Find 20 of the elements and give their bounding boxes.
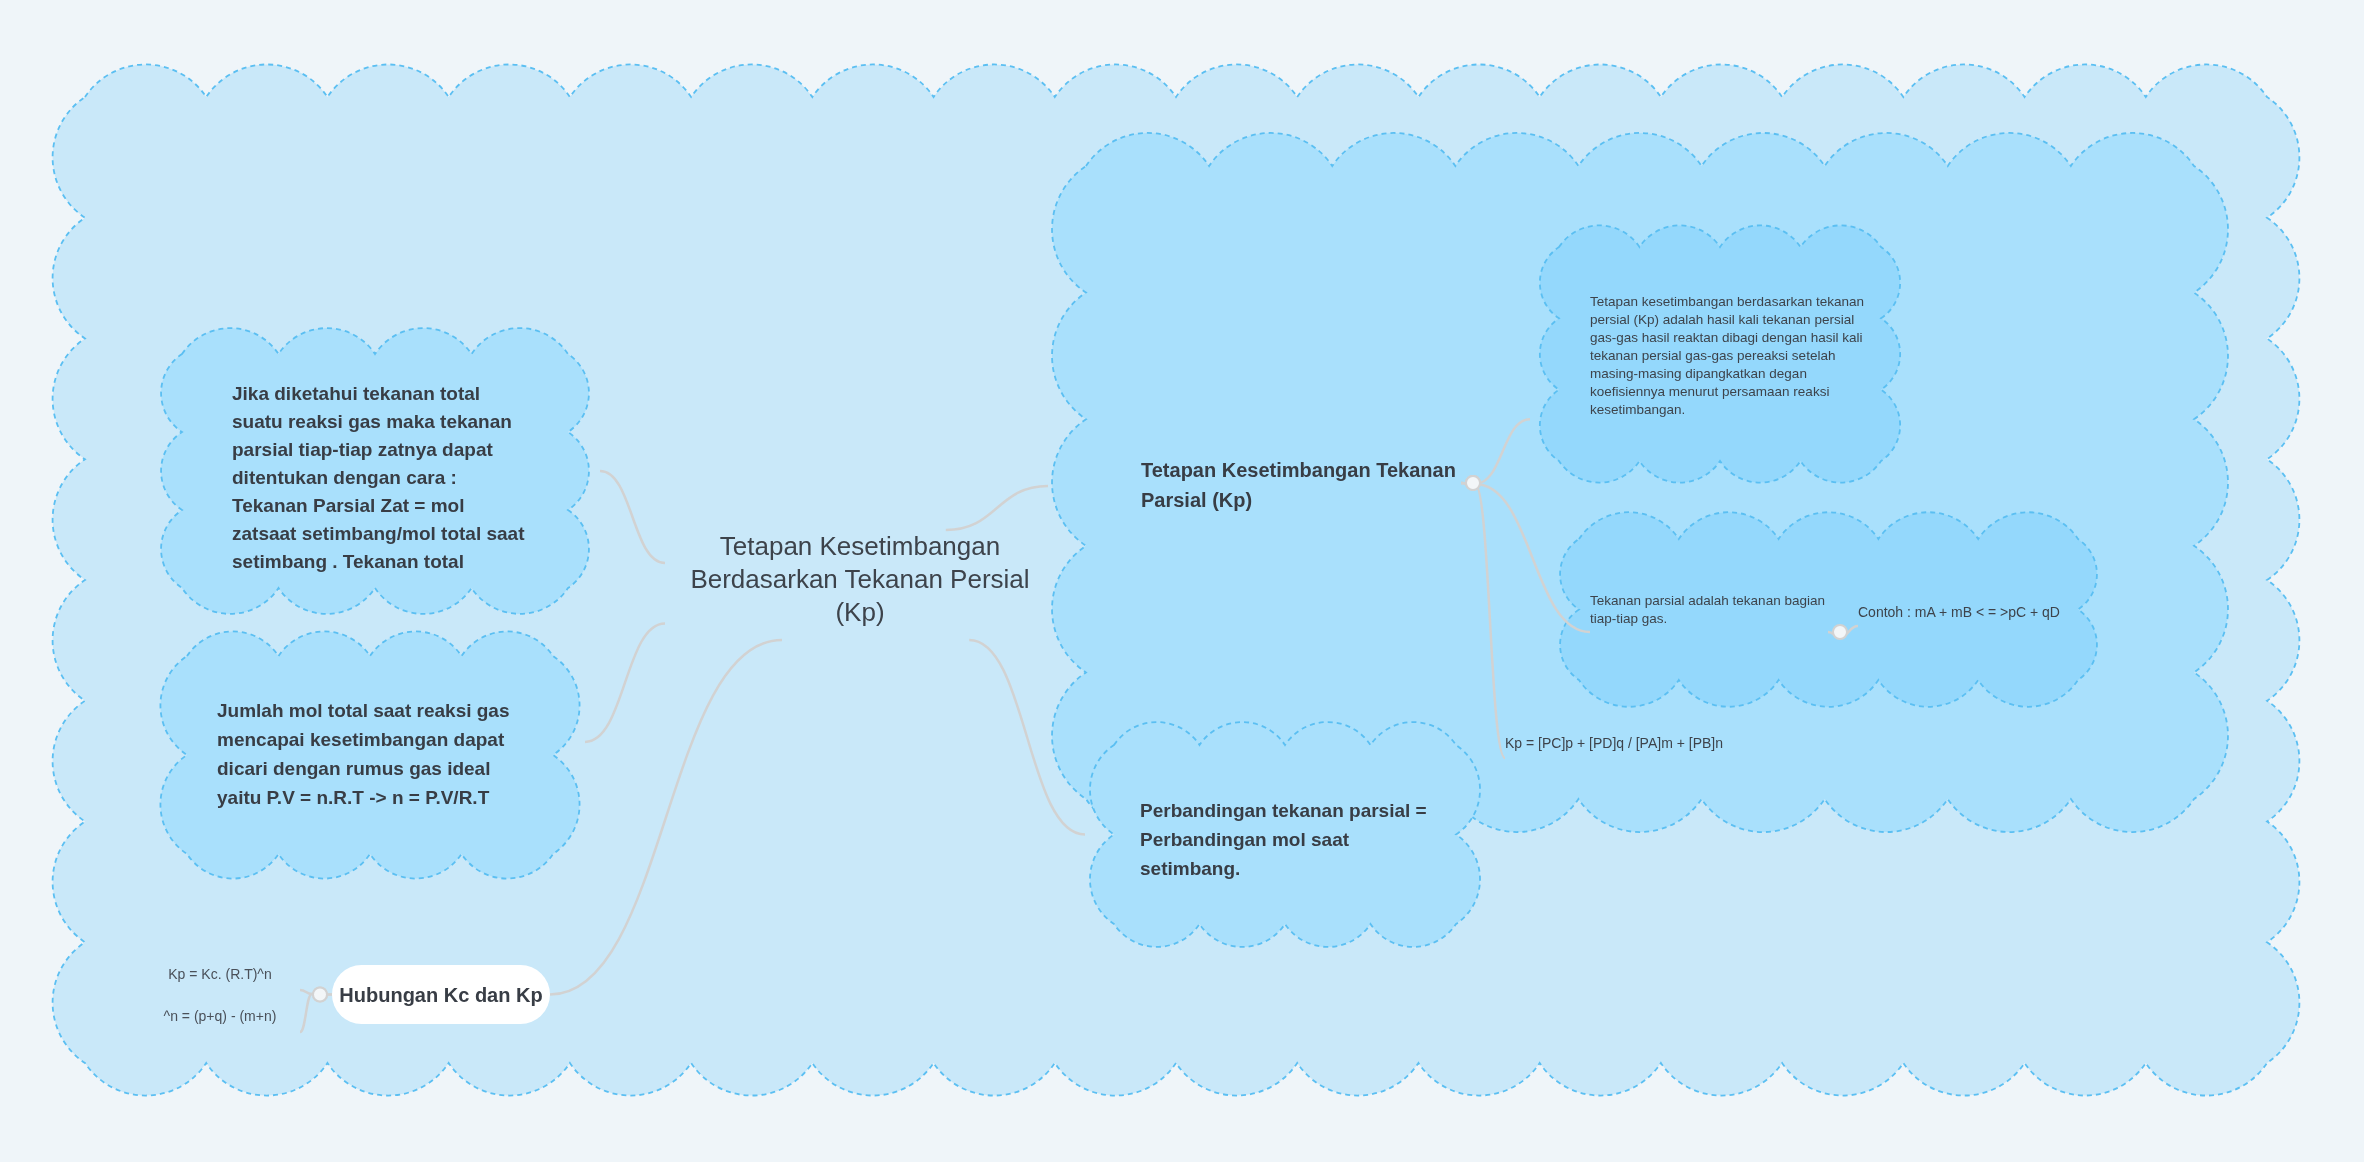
topic-pill: Hubungan Kc dan Kp <box>332 965 550 1024</box>
connector-line <box>1460 475 1507 759</box>
connector-line <box>584 622 666 744</box>
connector-line <box>299 986 332 1033</box>
formula-text: Kp = [PC]p + [PD]q / [PA]m + [PB]n <box>1505 728 1730 758</box>
central-topic: Tetapan Kesetimbangan Berdasarkan Tekanan Persial (Kp) <box>665 530 1055 640</box>
connector-line <box>945 484 1049 532</box>
connector-line <box>599 469 666 565</box>
topic-text: Jika diketahui tekanan total suatu reaksi gas maka tekanan parsial tiap-tiap zatnya dapat ditentukan dengan cara : Tekanan Parsial Zat = mol zatsaat setimbang/mol total saat setimbang . Tekanan total <box>232 382 526 574</box>
topic-text: Perbandingan tekanan parsial = Perbandingan mol saat setimbang. <box>1140 799 1428 881</box>
connector-line <box>1827 624 1859 641</box>
topic-text: Jumlah mol total saat reaksi gas mencapai kesetimbangan dapat dicari dengan rumus gas ideal yaitu P.V = n.R.T -> n = P.V/R.T <box>217 699 511 810</box>
connector-line <box>549 638 783 996</box>
formula-text: Kp = Kc. (R.T)^n <box>140 958 300 990</box>
topic-text: Tetapan kesetimbangan berdasarkan tekanan persial (Kp) adalah hasil kali tekanan persial gas-gas hasil reaktan dibagi dengan hasil kali tekanan persial gas-gas pereaksi setelah masing-masing dipangkatkan degan koefisiennya menurut persamaan reaksi kesetimbangan. <box>1590 293 1865 419</box>
formula-text: ^n = (p+q) - (m+n) <box>140 1000 300 1032</box>
connector-line <box>968 638 1086 836</box>
topic-text: Tetapan Kesetimbangan Tekanan Parsial (Kp) <box>1141 455 1461 517</box>
topic-text: Tekanan parsial adalah tekanan bagian tiap-tiap gas. <box>1590 592 1828 632</box>
formula-text: Contoh : mA + mB < = >pC + qD <box>1858 598 2078 626</box>
